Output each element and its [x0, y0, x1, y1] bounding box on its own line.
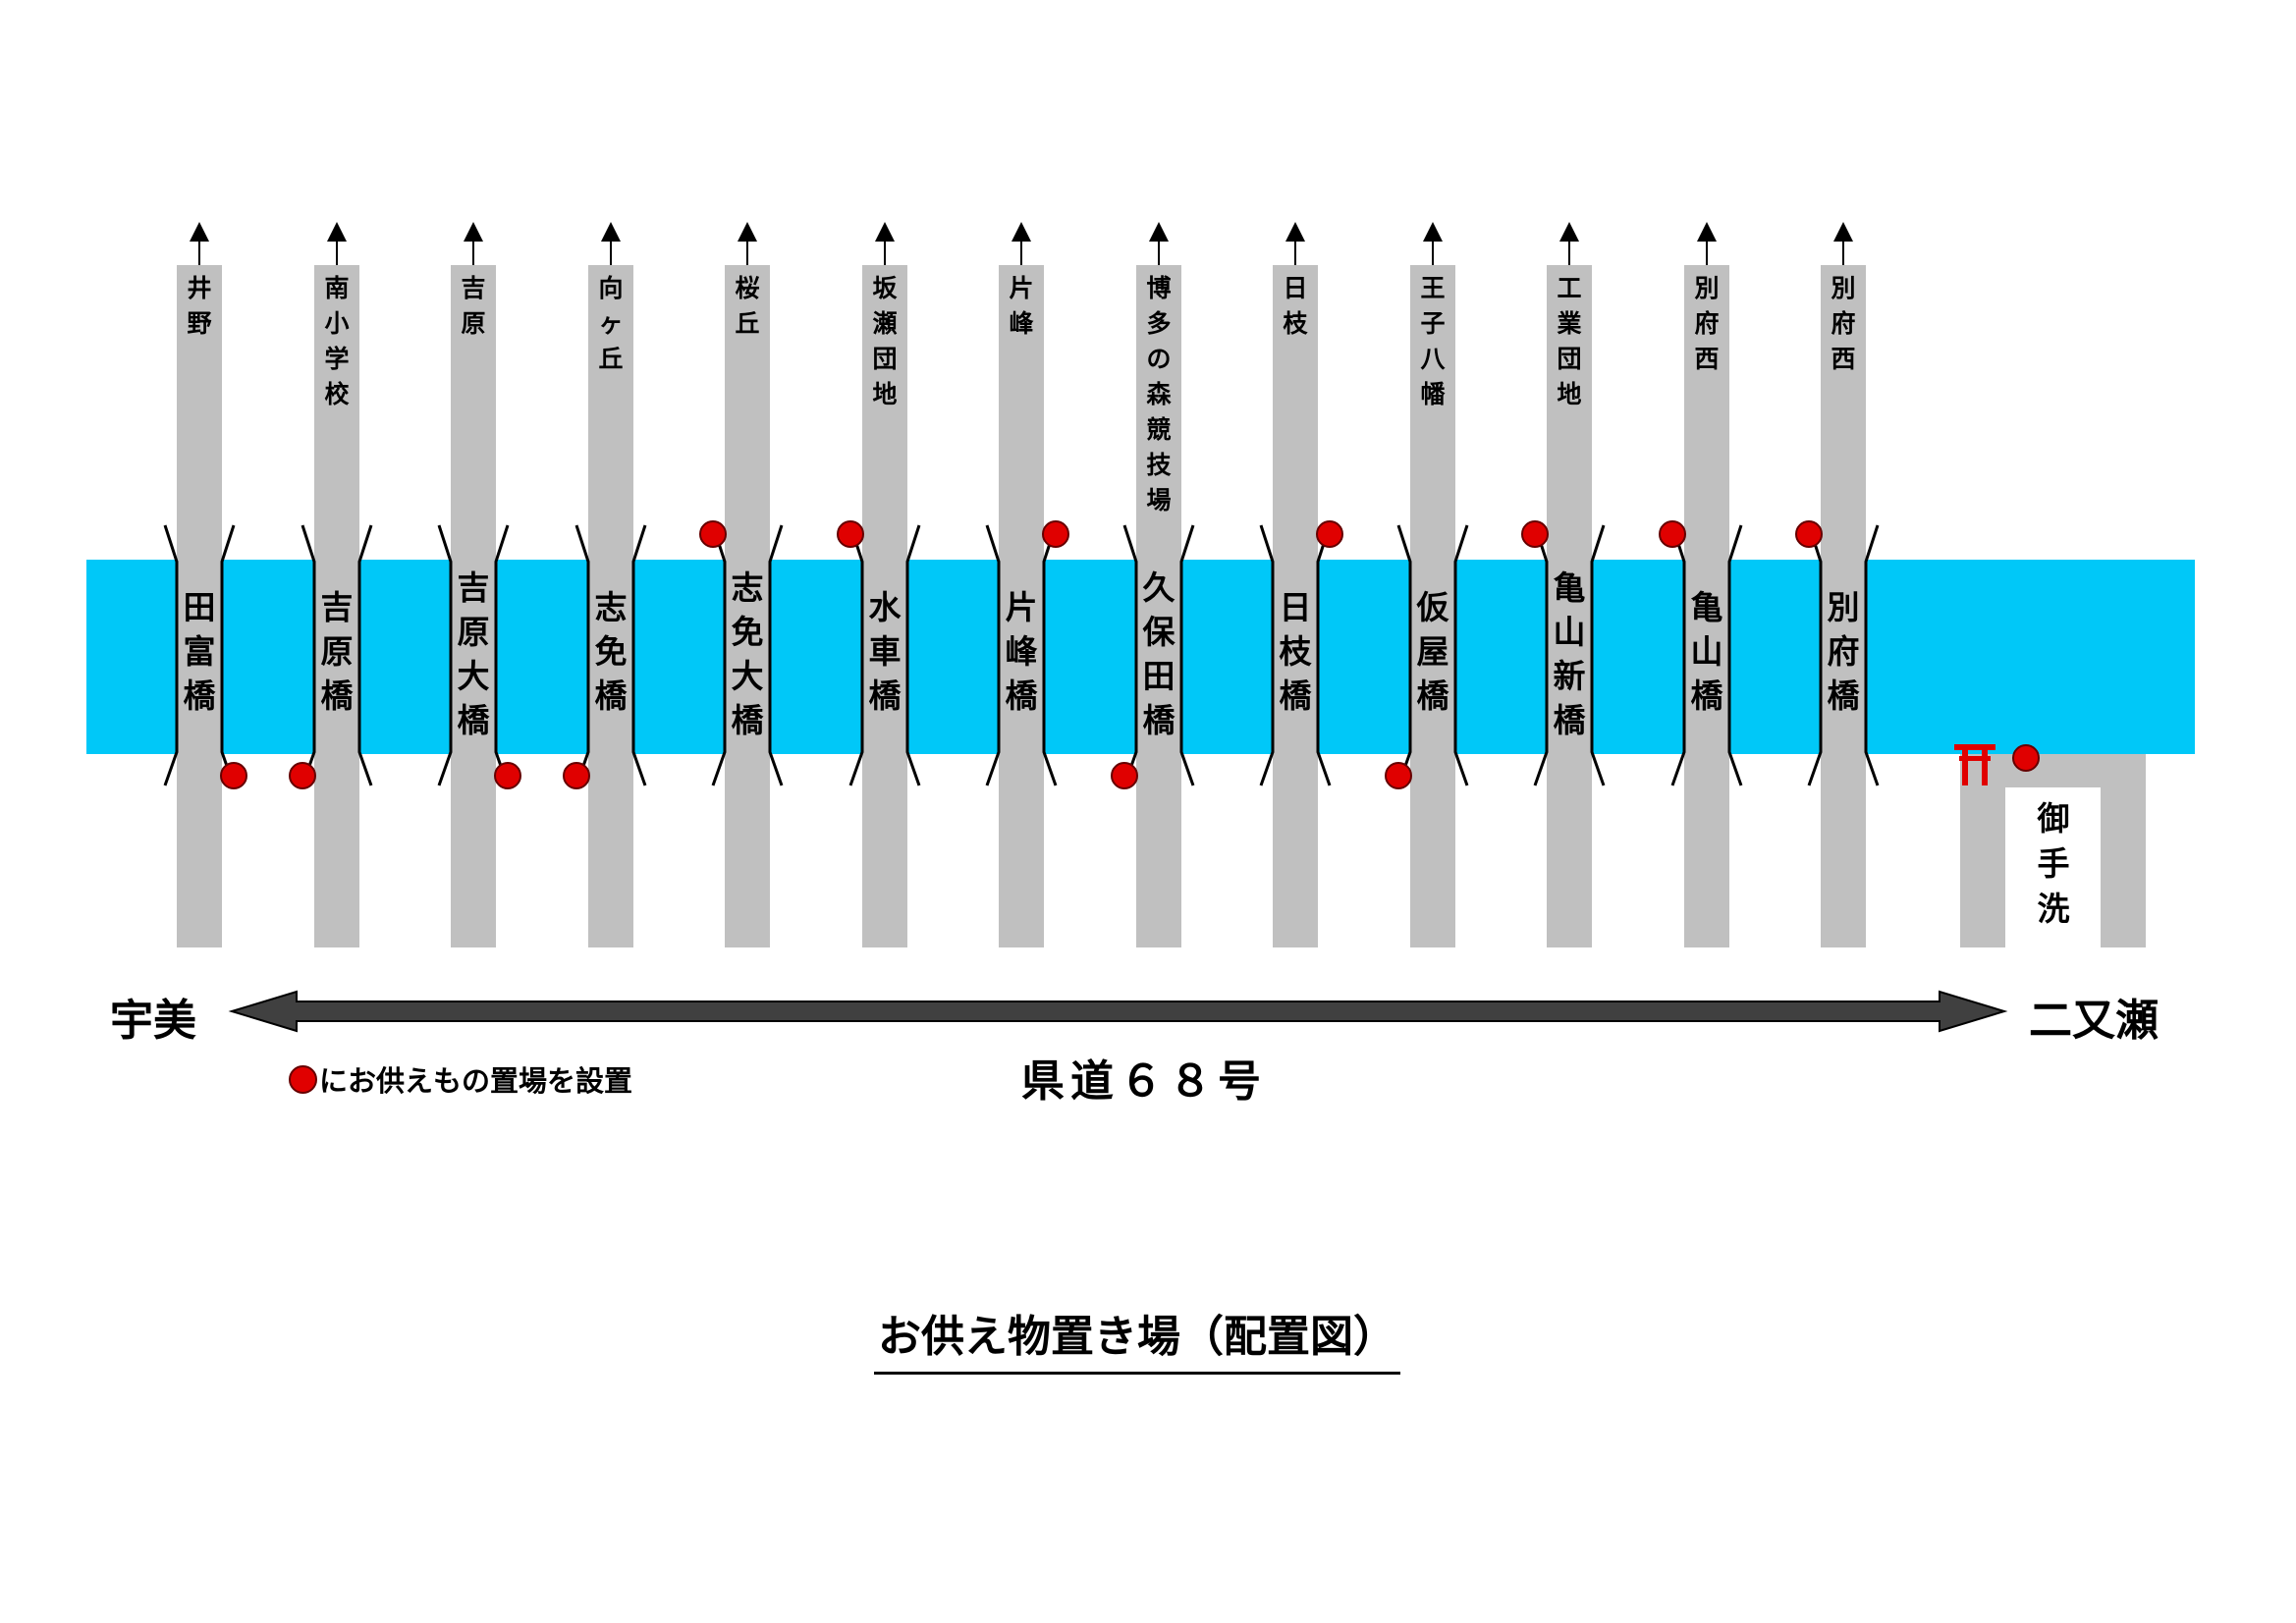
- offering-marker-14: [2012, 744, 2040, 772]
- offering-markers: [220, 520, 2040, 789]
- bridge-name-label: 亀山橋: [1691, 588, 1724, 715]
- offering-marker-11: [1521, 520, 1549, 548]
- offering-marker-3: [494, 762, 521, 789]
- offering-marker-4: [563, 762, 590, 789]
- bridge-railing-right: [1590, 524, 1606, 786]
- offering-marker-7: [1042, 520, 1069, 548]
- bridge-deck-13: [1821, 560, 1866, 754]
- double-arrow: [228, 990, 2008, 1033]
- destination-label: 南小学校: [324, 274, 350, 408]
- destination-label: 吉原: [461, 274, 485, 338]
- bridge-deck-2: [314, 560, 359, 754]
- bridge-railing-right: [1727, 524, 1743, 786]
- page-title: お供え物置き場（配置図）: [874, 1301, 1400, 1375]
- red-circle-marker-icon: [289, 1064, 317, 1094]
- road-end-left: 宇美: [110, 996, 196, 1046]
- bridge-deck-4: [588, 560, 633, 754]
- bridge-deck-7: [999, 560, 1044, 754]
- bridge-deck-1: [177, 560, 222, 754]
- offering-marker-1: [220, 762, 247, 789]
- destination-label: 片峰: [1009, 274, 1033, 338]
- bridge-railing-right: [1179, 524, 1195, 786]
- offering-marker-2: [289, 762, 316, 789]
- offering-marker-8: [1111, 762, 1138, 789]
- torii-icon: [1954, 744, 1995, 785]
- road-end-right: 二又瀬: [2029, 996, 2159, 1046]
- bridge-name-label: 片峰橋: [1006, 588, 1039, 715]
- bridge-name-label: 亀山新橋: [1554, 568, 1587, 739]
- bridge-name-label: 吉原大橋: [458, 568, 491, 739]
- legend-text: にお供えもの置場を設置: [319, 1064, 633, 1098]
- offering-marker-13: [1795, 520, 1823, 548]
- bridge-name-label: 日枝橋: [1280, 588, 1313, 715]
- destination-label: 別府西: [1694, 274, 1719, 373]
- destination-label: 向ヶ丘: [598, 274, 623, 373]
- bridge-railing-left: [1259, 524, 1275, 786]
- bridge-name-label: 志免大橋: [732, 568, 765, 739]
- destination-label: 日枝: [1283, 274, 1308, 338]
- offering-marker-5: [699, 520, 727, 548]
- destination-label: 工業団地: [1557, 274, 1581, 408]
- bridge-railing-right: [1864, 524, 1880, 786]
- bridge-name-label: 吉原橋: [321, 588, 355, 715]
- bridge-railing-left: [163, 524, 179, 786]
- bridge-deck-8: [1136, 560, 1181, 754]
- bridge-railing-right: [1453, 524, 1469, 786]
- bridge-railing-right: [768, 524, 784, 786]
- destination-label: 博多の森競技場: [1146, 274, 1172, 514]
- offering-marker-10: [1385, 762, 1412, 789]
- shrine-basin-label: 御手洗: [2037, 799, 2070, 928]
- bridge-deck-11: [1547, 560, 1592, 754]
- destination-label: 桜丘: [735, 274, 759, 338]
- offering-marker-12: [1659, 520, 1686, 548]
- bridge-deck-5: [725, 560, 770, 754]
- offering-marker-6: [837, 520, 864, 548]
- legend: にお供えもの置場を設置: [289, 1058, 632, 1100]
- bridge-deck-3: [451, 560, 496, 754]
- bridge-railing-right: [357, 524, 373, 786]
- bridge-name-label: 田富橋: [184, 588, 217, 715]
- bridge-deck-10: [1410, 560, 1455, 754]
- bridge-deck-9: [1273, 560, 1318, 754]
- destination-label: 王子八幡: [1420, 274, 1446, 408]
- shrine-access-road: [1960, 754, 2146, 947]
- bridge-name-label: 水車橋: [869, 588, 902, 715]
- bridge-railing-right: [631, 524, 647, 786]
- prefectural-road-arrow: [228, 990, 2008, 1033]
- road-name: 県道６８号: [1021, 1056, 1267, 1107]
- bridge-railing-left: [437, 524, 453, 786]
- destination-label: 井野: [187, 274, 211, 338]
- bridge-name-label: 久保田橋: [1143, 568, 1176, 739]
- bridge-railing-right: [905, 524, 921, 786]
- destination-label: 別府西: [1831, 274, 1855, 373]
- bridge-name-label: 志免橋: [595, 588, 629, 715]
- bridge-name-label: 別府橋: [1828, 588, 1861, 715]
- bridge-railing-left: [985, 524, 1001, 786]
- bridge-deck-6: [862, 560, 907, 754]
- shrine-area: [1954, 744, 2146, 947]
- offering-marker-9: [1316, 520, 1343, 548]
- bridges: [163, 524, 1880, 786]
- destination-label: 坂瀬団地: [872, 274, 898, 408]
- bridge-name-label: 仮屋橋: [1416, 588, 1450, 715]
- bridge-deck-12: [1684, 560, 1729, 754]
